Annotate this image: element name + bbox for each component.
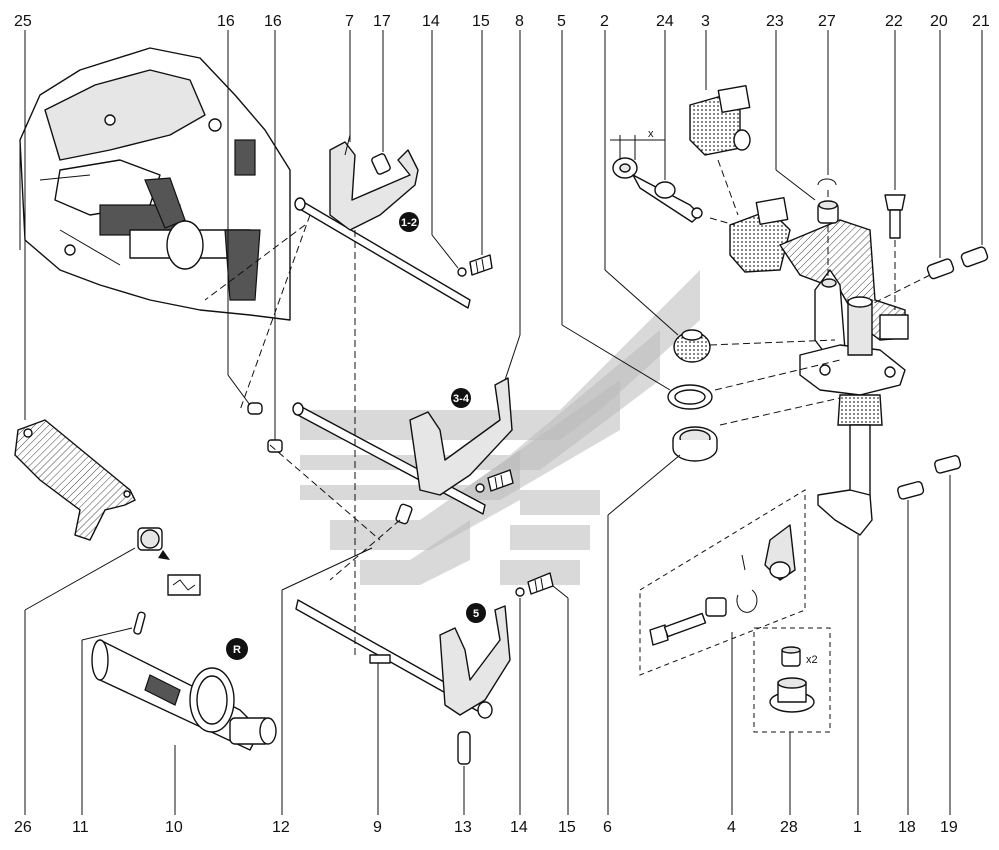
pin-19 [934, 455, 962, 815]
shift-fork-1-2: 1-2 [294, 30, 471, 309]
label-9: 9 [373, 819, 382, 836]
label-8: 8 [515, 13, 524, 30]
pin-21 [960, 30, 989, 268]
part-labels-top: 25 16 16 7 17 14 15 8 5 2 24 3 23 27 22 … [14, 13, 990, 30]
bushing-26 [24, 527, 201, 815]
roller-17 [371, 30, 391, 175]
label-3: 3 [701, 13, 710, 30]
label-12: 12 [272, 819, 290, 836]
label-14-bottom: 14 [510, 819, 528, 836]
label-13: 13 [454, 819, 472, 836]
pin-11 [81, 611, 146, 815]
label-18: 18 [898, 819, 916, 836]
assembly-guide-lines-right [709, 159, 931, 426]
label-14-top: 14 [422, 13, 440, 30]
label-25: 25 [14, 13, 32, 30]
detent-pins-16 [227, 30, 283, 453]
part-labels-bottom: 26 11 10 12 9 13 14 15 6 4 28 1 18 19 [14, 819, 958, 836]
label-26: 26 [14, 819, 32, 836]
detent-spring-middle [475, 469, 514, 493]
label-17: 17 [373, 13, 391, 30]
label-28: 28 [780, 819, 798, 836]
reverse-shaft-assembly-10: R [91, 638, 277, 815]
label-16b: 16 [264, 13, 282, 30]
detent-spring-lower [515, 572, 569, 815]
label-15-top: 15 [472, 13, 490, 30]
detent-spring-upper [431, 30, 493, 277]
watermark-logo [300, 270, 700, 585]
label-27: 27 [818, 13, 836, 30]
label-21: 21 [972, 13, 990, 30]
ring-5 [561, 30, 713, 410]
link-rod-24: x [610, 30, 703, 223]
pin-12 [281, 503, 413, 815]
bushing-23 [775, 30, 839, 224]
badge-reverse: R [233, 644, 241, 656]
quantity-x2-label: x2 [806, 654, 818, 666]
label-20: 20 [930, 13, 948, 30]
label-11: 11 [72, 819, 89, 836]
shift-fork-3-4: 3-4 [292, 30, 521, 515]
dimension-x-label: x [648, 128, 654, 140]
pin-20 [926, 30, 955, 280]
label-10: 10 [165, 819, 183, 836]
assembly-guide-lines-left [204, 214, 401, 655]
label-16a: 16 [217, 13, 235, 30]
bush-kit-28: x2 [753, 627, 831, 815]
label-15-bottom: 15 [558, 819, 576, 836]
label-23: 23 [766, 13, 784, 30]
release-fork-lever-25 [14, 30, 136, 541]
label-7: 7 [345, 13, 354, 30]
label-19: 19 [940, 819, 958, 836]
badge-1-2: 1-2 [401, 217, 417, 229]
selector-shaft-1 [799, 296, 906, 815]
seal-6 [607, 426, 718, 815]
badge-5: 5 [473, 608, 479, 620]
label-2: 2 [600, 13, 609, 30]
label-4: 4 [727, 819, 736, 836]
shift-fork-5: 5 [295, 599, 511, 815]
selector-lever-body [729, 197, 909, 361]
grommet-3 [689, 30, 751, 156]
circlip-27 [817, 30, 837, 186]
label-22: 22 [885, 13, 903, 30]
bellows-2 [604, 30, 711, 363]
badge-3-4: 3-4 [453, 393, 470, 405]
pin-13 [457, 731, 471, 815]
label-5: 5 [557, 13, 566, 30]
detent-kit-4 [639, 489, 806, 815]
bolt-22 [884, 30, 906, 239]
label-24: 24 [656, 13, 674, 30]
label-6: 6 [603, 819, 612, 836]
gearbox-housing-illustration [19, 47, 291, 321]
label-1: 1 [853, 819, 862, 836]
pin-18 [897, 481, 925, 815]
